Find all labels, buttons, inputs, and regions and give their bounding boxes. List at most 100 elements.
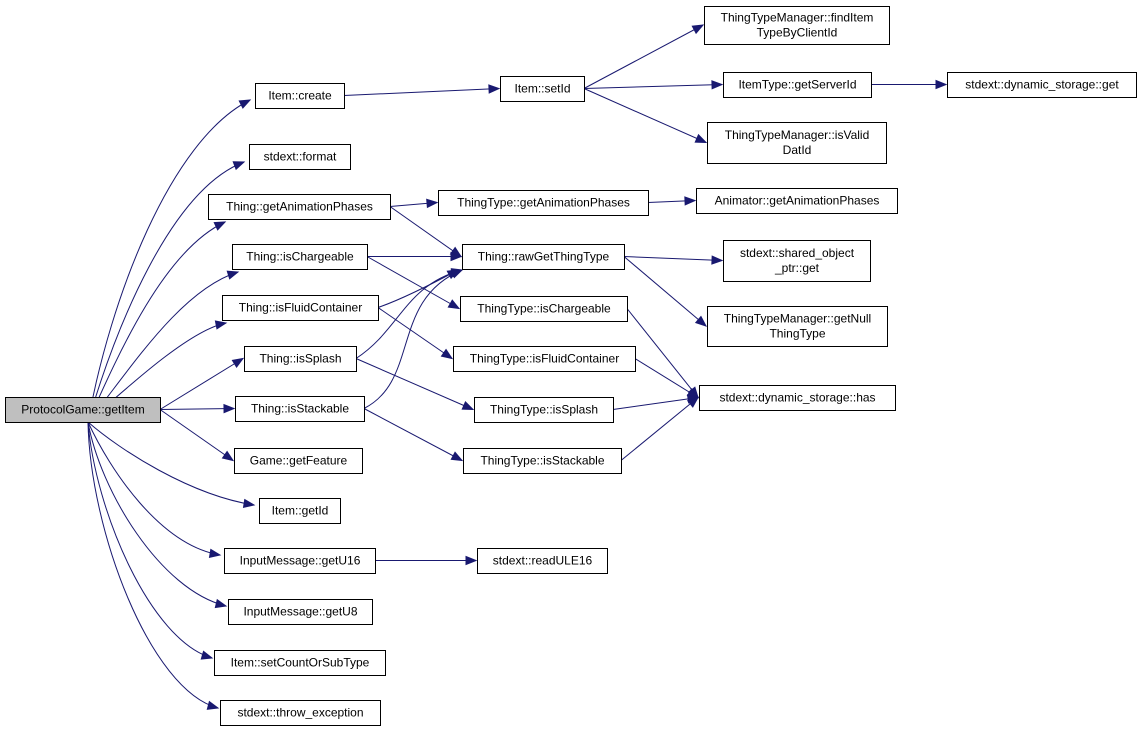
edge-line [159,408,235,410]
node-tt-fluid[interactable]: ThingType::isFluidContainer [453,346,636,372]
node-box [235,396,365,422]
edge-line [159,409,234,461]
edge-arrowhead [238,99,252,109]
edge-arrowhead [488,84,501,94]
node-label: ThingType::isSplash [490,403,598,417]
node-tt-splash[interactable]: ThingType::isSplash [474,397,614,423]
edge-line [583,88,707,143]
node-box [259,498,341,524]
node-label: InputMessage::getU8 [243,605,357,619]
edge-arrowhead [232,161,246,171]
node-box [707,306,888,347]
node-item-getid[interactable]: Item::getId [259,498,341,524]
edge-arrowhead [242,498,256,509]
edge-line [377,307,453,359]
node-thing-splash[interactable]: Thing::isSplash [244,346,357,372]
node-throw-exc[interactable]: stdext::throw_exception [220,700,381,726]
node-label: ThingTypeManager::findItem [721,11,874,25]
node-label: Item::create [268,89,332,103]
node-box [244,346,357,372]
node-box [474,397,614,423]
edge-line [626,308,699,398]
node-format[interactable]: stdext::format [249,144,351,170]
node-label: Item::getId [272,504,329,518]
node-thing-anim[interactable]: Thing::getAnimationPhases [208,194,391,220]
node-box [477,548,608,574]
node-im-u16[interactable]: InputMessage::getU16 [224,548,376,574]
edge-raw_get-to-shared_ptr_get [623,255,724,265]
edge-line [634,358,699,398]
node-tt-anim[interactable]: ThingType::getAnimationPhases [438,190,649,216]
edge-thing_stack-to-raw_get [363,269,464,409]
edge-line [366,256,460,309]
node-box [704,6,890,45]
node-it-serverid[interactable]: ItemType::getServerId [723,72,872,98]
node-box [947,72,1137,98]
edge-root-to-item_create [87,99,252,423]
edge-item_setid-to-ttm_find [583,24,705,89]
node-label: stdext::throw_exception [237,706,363,720]
node-thing-fluid[interactable]: Thing::isFluidContainer [222,295,379,321]
node-thing-stack[interactable]: Thing::isStackable [235,396,365,422]
node-game-feature[interactable]: Game::getFeature [234,448,363,474]
edge-arrowhead [226,270,240,280]
node-read-ule16[interactable]: stdext::readULE16 [477,548,608,574]
node-box [463,448,622,474]
node-shared-ptr-get[interactable]: stdext::shared_object_ptr::get [723,240,871,282]
edge-arrowhead [213,221,227,231]
edge-arrowhead [440,348,454,360]
edge-line [583,24,704,89]
edge-root-to-format [87,161,246,423]
node-ds-has[interactable]: stdext::dynamic_storage::has [699,385,896,411]
node-label: ThingType [769,327,825,341]
edge-root-to-item_getid [87,421,256,509]
node-tt-charge[interactable]: ThingType::isChargeable [460,296,628,322]
node-box [220,700,381,726]
edge-root-to-im_u16 [87,421,222,558]
node-label: ThingType::isStackable [480,454,604,468]
node-animator-anim[interactable]: Animator::getAnimationPhases [696,188,898,214]
node-item-setcount[interactable]: Item::setCountOrSubType [214,650,386,676]
edge-line [87,421,221,556]
node-ds-get[interactable]: stdext::dynamic_storage::get [947,72,1137,98]
node-box [234,448,363,474]
edge-line [87,421,255,506]
node-label: DatId [783,143,812,157]
node-item-create[interactable]: Item::create [255,83,345,109]
node-box [707,122,887,164]
node-label: Item::setId [514,82,570,96]
edge-tt_charge-to-ds_has [626,308,699,399]
edge-arrowhead [711,80,724,90]
node-raw-get[interactable]: Thing::rawGetThingType [462,244,625,270]
node-item-setid[interactable]: Item::setId [500,76,585,102]
edge-line [612,397,699,410]
node-im-u8[interactable]: InputMessage::getU8 [228,599,373,625]
node-box [462,244,625,270]
node-label: stdext::shared_object [740,246,855,260]
edge-line [623,256,707,327]
node-label: stdext::readULE16 [493,554,593,568]
edge-im_u16-to-read_ule16 [375,555,478,566]
node-box [453,346,636,372]
edge-line [389,206,462,257]
node-label: ItemType::getServerId [738,78,856,92]
node-box [232,244,368,270]
edge-line [355,269,463,359]
edge-arrowhead [223,403,236,414]
edge-arrowhead [450,251,463,262]
edge-line [87,221,226,423]
node-label: Animator::getAnimationPhases [715,194,880,208]
edge-arrowhead [426,198,439,209]
edge-line [355,358,474,410]
edge-line [583,84,723,89]
node-box [500,76,585,102]
node-root[interactable]: ProtocolGame::getItem [5,397,161,423]
node-thing-charge[interactable]: Thing::isChargeable [232,244,368,270]
edge-it_serverid-to-ds_get [871,79,948,90]
edge-line [343,88,500,96]
node-tt-stack[interactable]: ThingType::isStackable [463,448,622,474]
